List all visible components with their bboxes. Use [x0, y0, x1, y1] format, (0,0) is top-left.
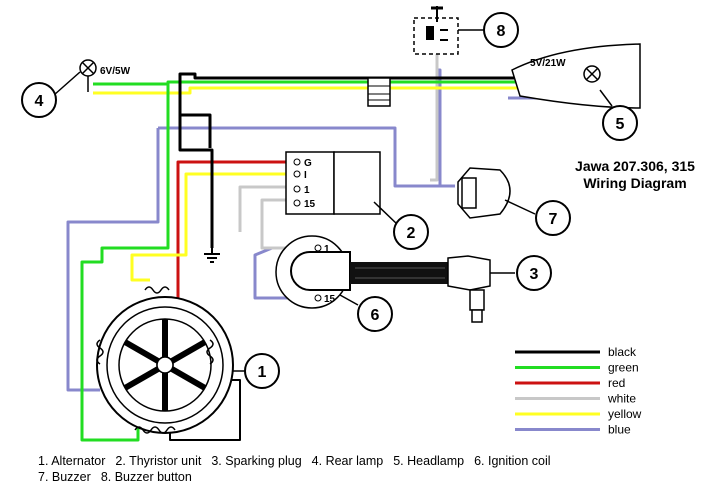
- caption-item: 8. Buzzer button: [100, 470, 192, 484]
- svg-text:1: 1: [258, 364, 267, 381]
- green-wire: [80, 82, 170, 442]
- coil-terminal-1: 1: [324, 244, 330, 255]
- svg-text:2: 2: [407, 225, 416, 242]
- black-wire: [169, 379, 241, 441]
- caption-line-2: 7. Buzzer 8. Buzzer button: [38, 470, 202, 484]
- legend-label-yellow: yellow: [608, 407, 642, 421]
- yellow-wire: [130, 172, 290, 282]
- white-wire: [238, 185, 290, 232]
- caption-item: 7. Buzzer: [38, 470, 91, 484]
- callout-2: 2: [393, 214, 429, 250]
- buzzer-button-icon: [413, 6, 459, 55]
- svg-text:6: 6: [371, 307, 380, 324]
- callout-6: 6: [357, 296, 393, 332]
- caption-item: 4. Rear lamp: [311, 454, 384, 468]
- connector-block: [367, 77, 391, 107]
- callout-7: 7: [535, 200, 571, 236]
- title-line: Wiring Diagram: [583, 175, 687, 191]
- callouts: 1 2 3 4 5 6 7 8: [21, 12, 638, 389]
- legend-label-black: black: [608, 345, 637, 359]
- thyristor-terminal-i: I: [304, 170, 307, 181]
- red-wire: [176, 160, 290, 300]
- thyristor-unit-icon: [285, 151, 381, 215]
- spark-plug-lead: [350, 262, 450, 284]
- callout-5: 5: [602, 105, 638, 141]
- white-wire: [430, 40, 439, 182]
- thyristor-terminal-g: G: [304, 158, 312, 169]
- svg-text:5: 5: [616, 116, 625, 133]
- callout-3: 3: [516, 255, 552, 291]
- caption-item: 5. Headlamp: [393, 454, 465, 468]
- caption-item: 2. Thyristor unit: [115, 454, 202, 468]
- headlamp-icon: [511, 43, 641, 109]
- coil-terminal-15: 15: [324, 294, 336, 305]
- svg-text:8: 8: [497, 23, 506, 40]
- svg-text:7: 7: [549, 211, 558, 228]
- black-wire: [178, 104, 212, 148]
- thyristor-terminal-15: 15: [304, 199, 316, 210]
- caption-item: 6. Ignition coil: [474, 454, 551, 468]
- spark-plug-icon: [447, 255, 491, 323]
- rear-lamp-rating: 6V/5W: [100, 66, 131, 77]
- blue-wire: [158, 126, 455, 188]
- alternator-icon: [96, 286, 234, 434]
- legend-label-white: white: [607, 392, 636, 406]
- callout-8: 8: [483, 12, 519, 48]
- thyristor-terminal-1: 1: [304, 185, 310, 196]
- headlamp-rating: 5V/21W: [530, 58, 566, 69]
- legend-label-blue: blue: [608, 423, 631, 437]
- diagram-title: Jawa 207.306, 315 Wiring Diagram: [560, 158, 710, 192]
- caption-item: 3. Sparking plug: [211, 454, 302, 468]
- title-line: Jawa 207.306, 315: [575, 158, 695, 174]
- callout-4: 4: [21, 82, 57, 118]
- legend-label-red: red: [608, 376, 625, 390]
- buzzer-icon: [457, 167, 511, 219]
- caption-line-1: 1. Alternator 2. Thyristor unit 3. Sparkin…: [38, 454, 561, 468]
- caption-item: 1. Alternator: [38, 454, 106, 468]
- legend-label-green: green: [608, 361, 639, 375]
- callout-leaders: [53, 29, 613, 372]
- black-wire: [178, 104, 214, 248]
- svg-text:4: 4: [35, 93, 44, 110]
- svg-text:3: 3: [530, 266, 539, 283]
- black-wire: [178, 72, 560, 104]
- ignition-coil-icon: [275, 235, 351, 309]
- rear-lamp-icon: [79, 59, 97, 92]
- callout-1: 1: [244, 353, 280, 389]
- blue-wire: [66, 128, 160, 392]
- ground-symbol: [204, 248, 220, 263]
